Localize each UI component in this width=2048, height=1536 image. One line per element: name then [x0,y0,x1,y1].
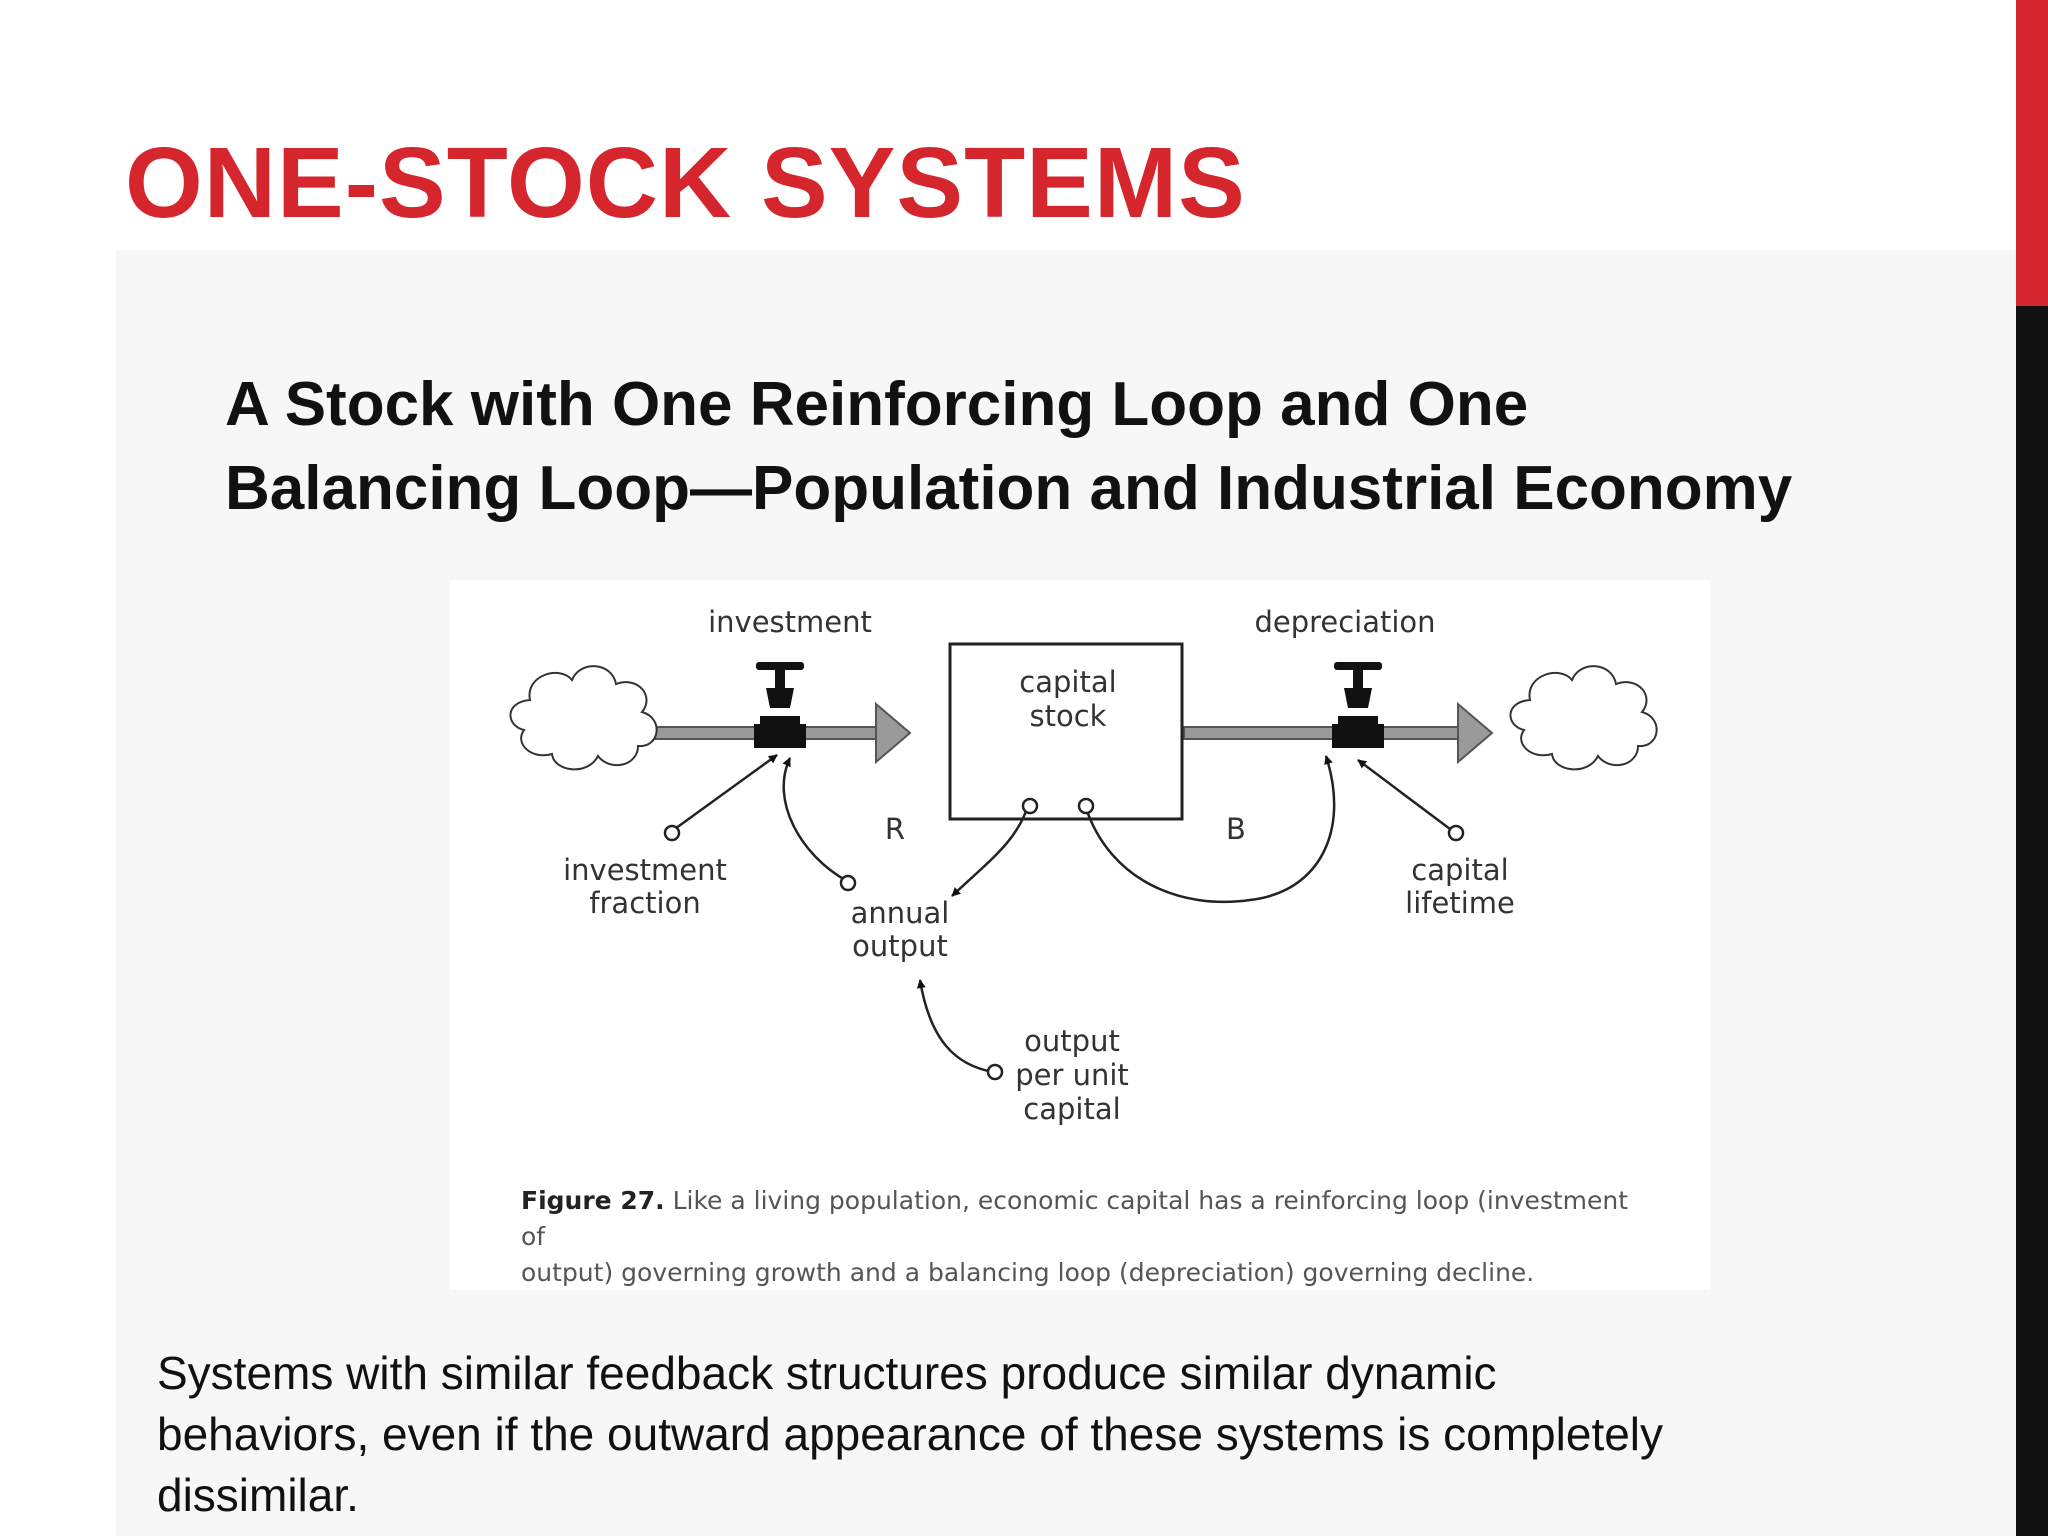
stock-label-line: stock [1030,699,1107,733]
balancing-loop-label: B [1226,812,1246,846]
annual-output-node [839,874,857,892]
slide-title: ONE-STOCK SYSTEMS [125,127,1246,239]
stock-outlet-node [1021,797,1039,815]
subtitle-line: Balancing Loop—Population and Industrial… [225,454,1793,523]
link-productivity-to-output [916,979,994,1074]
body-line: Systems with similar feedback structures… [157,1347,1497,1399]
valve-icon [1332,662,1384,748]
output-per-unit-capital-label-line: capital [1023,1092,1120,1126]
output-per-unit-capital-label-line: output [1024,1024,1120,1058]
accent-bar-red [2016,0,2048,306]
link-stock-to-output [951,805,1030,897]
body-line: dissimilar. [157,1469,359,1521]
output-per-unit-capital-node [986,1063,1004,1081]
link-lifetime-to-depreciation [1357,759,1455,833]
capital-stock-box [948,642,1184,821]
caption-text: Like a living population, economic capit… [521,1186,1629,1251]
subtitle-line: A Stock with One Reinforcing Loop and On… [225,370,1529,439]
investment-fraction-label-line: investment [563,853,727,887]
link-stock-to-depreciation [1084,755,1336,904]
capital-lifetime-node [1447,824,1465,842]
reinforcing-loop-label: R [885,812,905,846]
body-line: behaviors, even if the outward appearanc… [157,1408,1664,1460]
link-fraction-to-investment [671,753,778,833]
outflow-label: depreciation [1254,605,1435,639]
investment-fraction-node [663,824,681,842]
cloud-icon [1509,665,1658,771]
link-output-to-investment [782,757,848,883]
body-text: Systems with similar feedback structures… [157,1343,1957,1526]
investment-fraction-label-line: fraction [589,886,700,920]
figure-caption: Figure 27. Like a living population, eco… [521,1183,1641,1291]
valve-icon [754,662,806,748]
inflow-label: investment [708,605,872,639]
accent-bar-black [2016,306,2048,1536]
annual-output-label-line: annual [851,896,950,930]
slide-subtitle: A Stock with One Reinforcing Loop and On… [225,363,2005,531]
caption-line: output) governing growth and a balancing… [521,1258,1535,1287]
outflow-pipe [1183,701,1494,765]
caption-line: Figure 27. Like a living population, eco… [521,1183,1641,1255]
diagram-panel: investment depreciation capital stock R … [450,580,1710,1290]
capital-lifetime-label-line: lifetime [1405,886,1515,920]
capital-lifetime-label-line: capital [1411,853,1508,887]
stock-outlet-node [1077,797,1095,815]
cloud-icon [509,665,658,771]
stock-flow-diagram: investment depreciation capital stock R … [509,605,1658,1126]
figure-number: Figure 27. [521,1186,665,1215]
stock-label-line: capital [1019,665,1116,699]
output-per-unit-capital-label-line: per unit [1015,1058,1129,1092]
annual-output-label-line: output [852,929,948,963]
